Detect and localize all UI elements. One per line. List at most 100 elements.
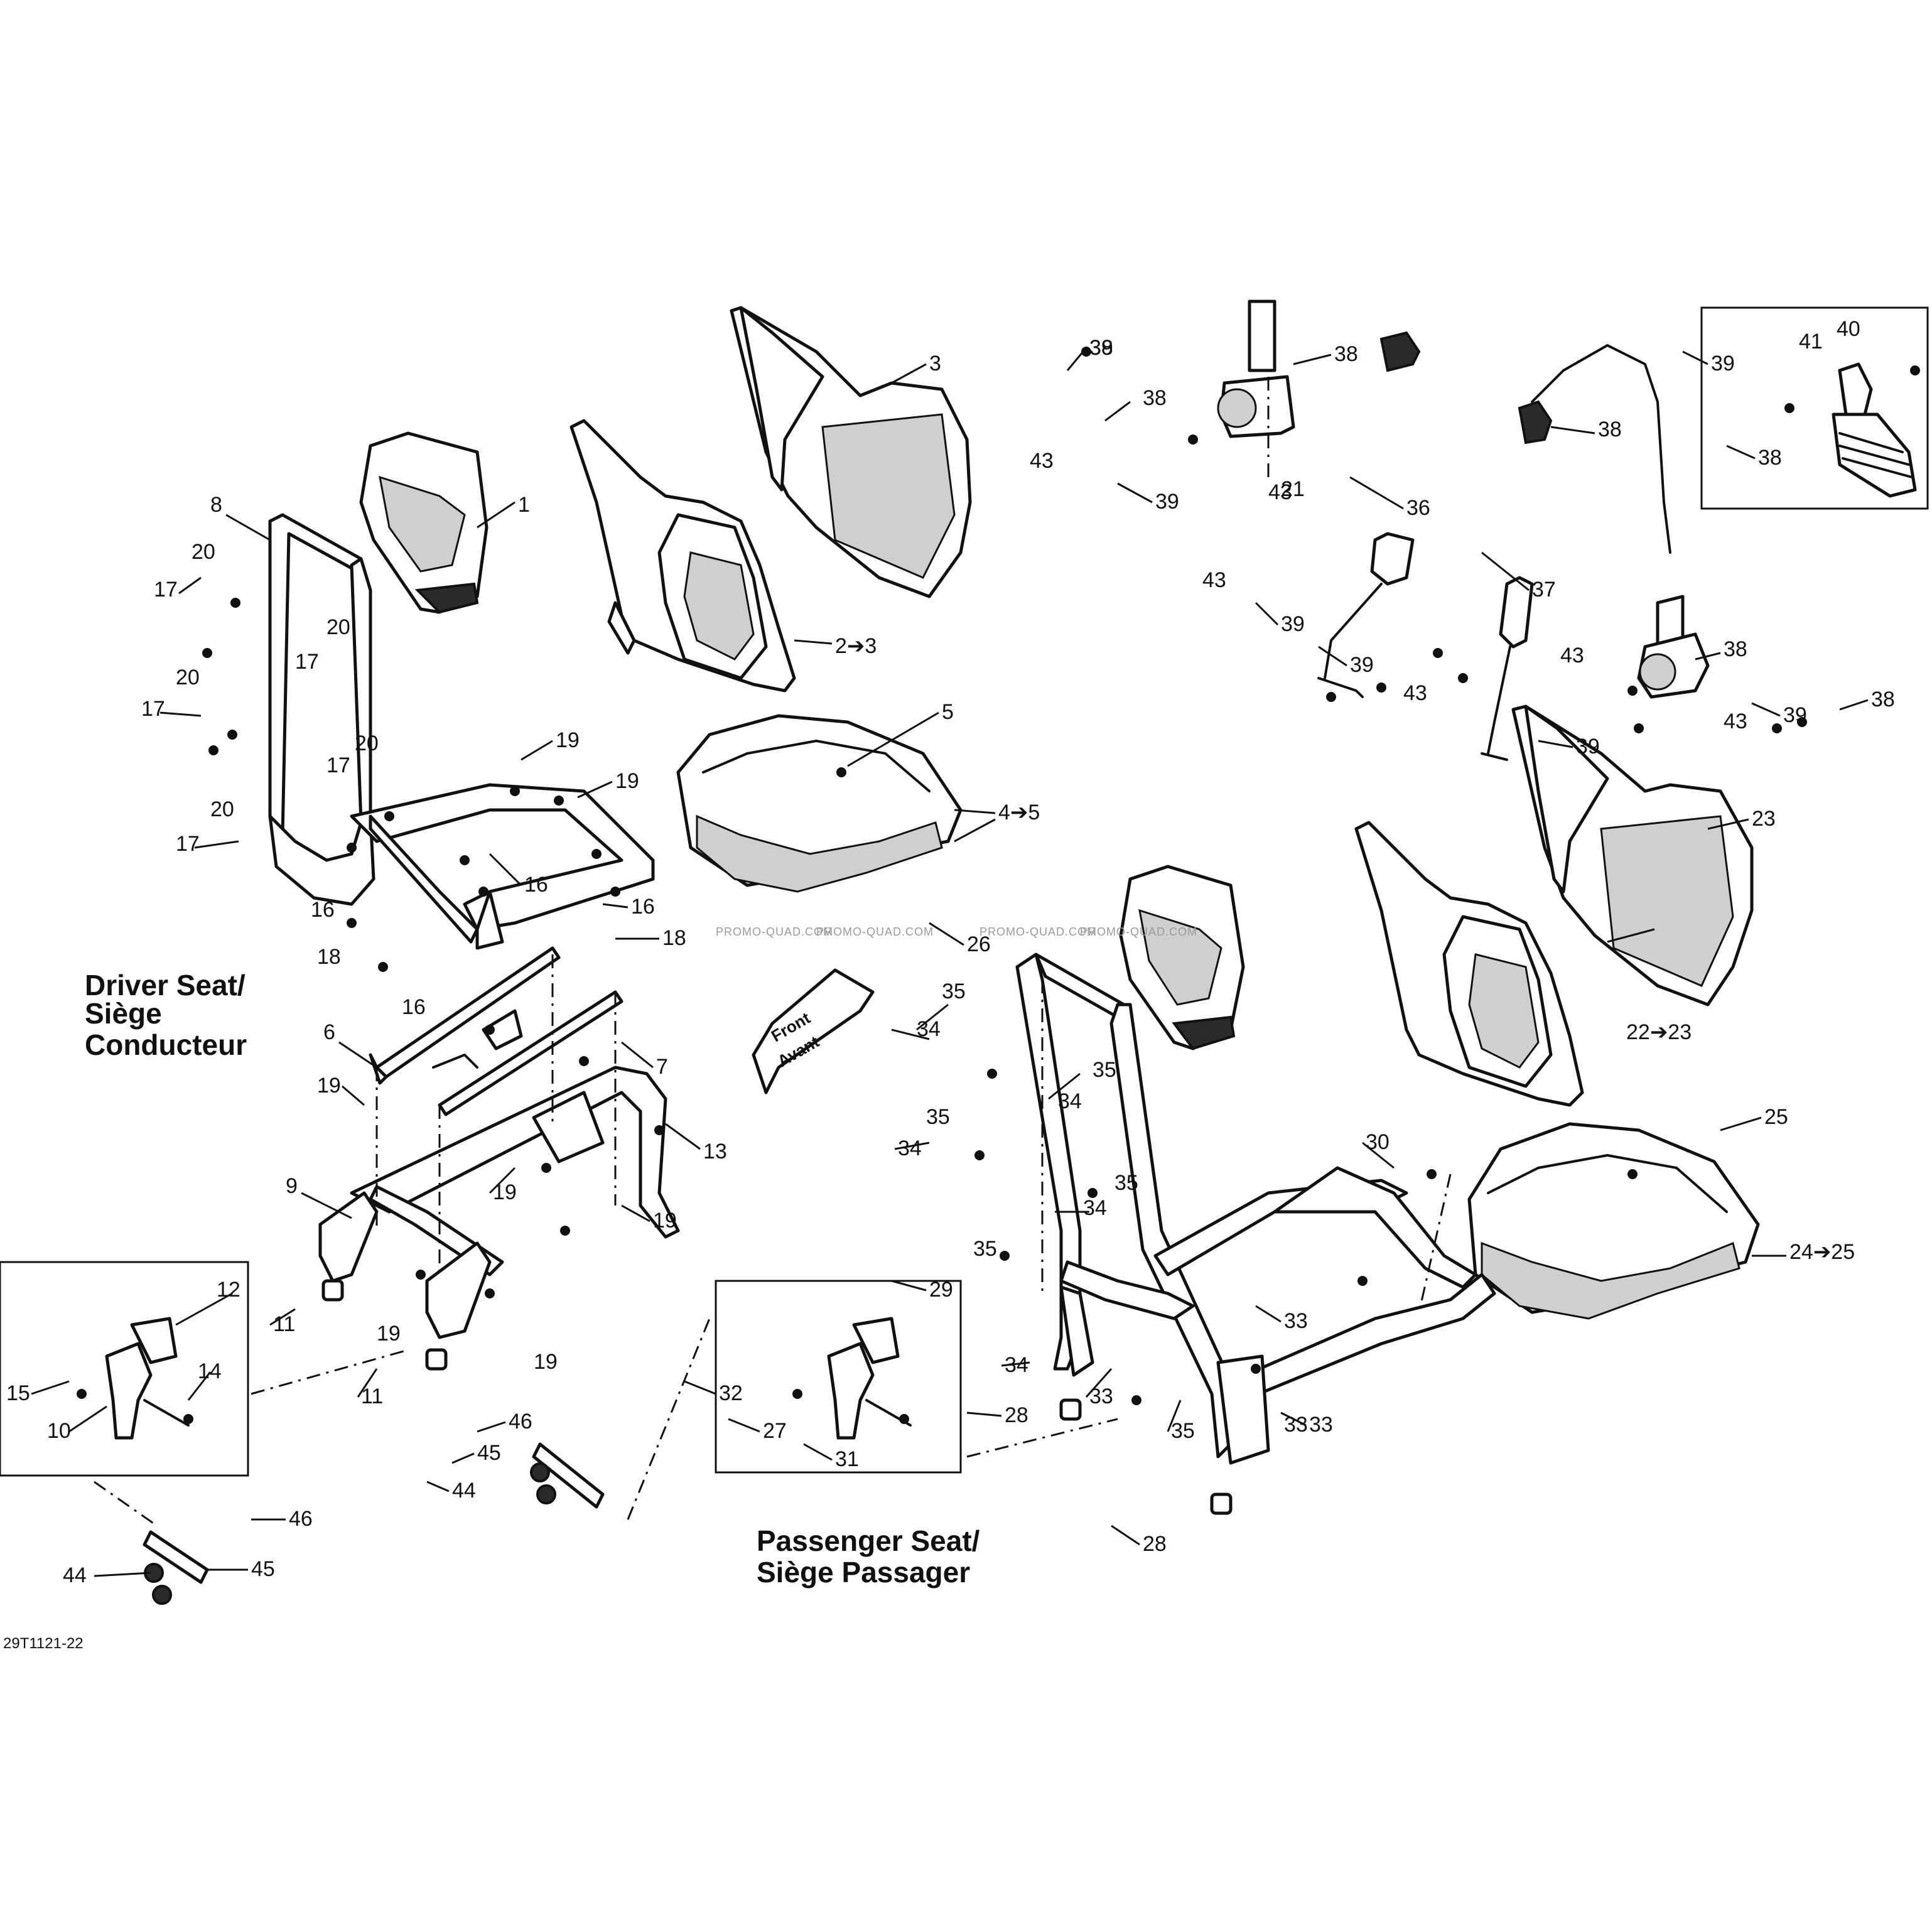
callout: 30 [1366, 1130, 1390, 1154]
driver-backrest-shell [730, 306, 972, 598]
callout: 38 [1871, 688, 1895, 711]
callout: 45 [251, 1557, 275, 1581]
fastener-icon [1772, 723, 1782, 733]
fastener-icon [1131, 1395, 1141, 1405]
leader-line [1255, 602, 1279, 626]
leader-line [269, 1308, 296, 1326]
callout: 19 [377, 1322, 401, 1346]
callout: 32 [719, 1381, 743, 1405]
fastener-icon [1376, 683, 1386, 693]
callout: 5 [942, 700, 954, 724]
fastener-icon [510, 786, 520, 796]
callout: 16 [402, 995, 426, 1019]
callout: 18 [317, 945, 341, 969]
fastener-icon [384, 811, 394, 821]
callout: 33 [1284, 1309, 1308, 1333]
leader-line [342, 1085, 365, 1106]
callout: 38 [1724, 637, 1747, 661]
leader-line [891, 363, 927, 384]
fastener-icon [1433, 648, 1443, 658]
callout: 10 [47, 1419, 71, 1443]
callout: 12 [217, 1278, 240, 1302]
passenger-headrest [1119, 865, 1245, 1050]
seat-belt-buckle-36 [1317, 532, 1415, 698]
leader-line [728, 1418, 760, 1433]
leader-line [1839, 699, 1869, 711]
bumpers [321, 1279, 1233, 1515]
callout: 33 [1089, 1384, 1113, 1408]
leader-line [577, 780, 613, 799]
fastener-icon [1000, 1251, 1010, 1261]
driver-backrest [569, 419, 796, 693]
callout: 19 [653, 1209, 677, 1233]
leader-line [225, 514, 271, 541]
driver-seat-title: Driver Seat/ [85, 969, 246, 1001]
fastener-icon [1326, 692, 1336, 702]
passenger-seat-title: Passenger Seat/ [757, 1525, 980, 1557]
callout: 19 [556, 728, 580, 752]
leader-line [621, 1204, 650, 1222]
callout: 11 [361, 1384, 383, 1408]
leader-line [1682, 350, 1708, 365]
passenger-backrest-shell [1511, 704, 1754, 1006]
leader-line [1066, 351, 1084, 371]
callout: 21 [1281, 477, 1305, 501]
leader-line [684, 1380, 716, 1395]
callout: 17 [176, 832, 200, 856]
figure-id: 29T1121-22 [3, 1635, 84, 1652]
fastener-icon [416, 1270, 426, 1280]
fastener-icon [792, 1389, 802, 1399]
watermark-text: PROMO-QUAD.COM [1080, 926, 1197, 938]
callout: 43 [1268, 480, 1292, 504]
leader-line [521, 740, 553, 761]
callout: 34 [917, 1017, 941, 1041]
callout: 18 [662, 926, 686, 950]
callout: 35 [1093, 1058, 1116, 1082]
callout: 20 [210, 797, 234, 821]
leader-line [966, 1411, 1002, 1417]
callout: 38 [1598, 418, 1622, 441]
passenger-seat-frame [1015, 953, 1496, 1465]
callout: 35 [973, 1237, 997, 1261]
leader-line [159, 711, 202, 717]
leader-line [1720, 1116, 1762, 1131]
leader-line [1607, 928, 1655, 943]
callout: 20 [326, 615, 350, 639]
leader-line [1550, 426, 1595, 434]
leader-line [1362, 1141, 1395, 1169]
driver-seat-frame [268, 513, 655, 950]
callout: 17 [295, 650, 319, 674]
callout: 31 [835, 1447, 859, 1471]
fastener-icon [1087, 1188, 1098, 1198]
fasteners [77, 347, 1920, 1424]
callout: 35 [926, 1105, 950, 1129]
callout: 16 [311, 898, 335, 922]
callout: 26 [967, 932, 991, 956]
fastener-icon [591, 849, 602, 859]
callout: 39 [1089, 336, 1113, 360]
leader-line [175, 1292, 233, 1326]
leader-line [1481, 551, 1530, 591]
callout: 44 [63, 1563, 87, 1587]
fastener-icon [579, 1056, 589, 1066]
callout-labels: 1 2➔3 3 4➔5 5 6 7 8 9 10 11 11 12 13 14 … [6, 317, 1895, 1587]
fastener-icon [1427, 1169, 1437, 1179]
leader-line [665, 1123, 701, 1150]
callout: 43 [1724, 710, 1747, 733]
passenger-latch [827, 1317, 912, 1440]
driver-headrest [359, 431, 488, 614]
leader-line [1318, 645, 1347, 667]
fastener-icon [77, 1389, 87, 1399]
callout: 39 [1711, 352, 1735, 375]
fastener-icon [610, 887, 620, 897]
callout: 16 [631, 895, 655, 919]
callout: 43 [1560, 644, 1584, 667]
fastener-icon [974, 1150, 985, 1160]
leader-line [621, 1041, 654, 1069]
leader-line [477, 501, 515, 529]
leader-line [178, 576, 202, 595]
fastener-icon [836, 767, 846, 777]
fastener-icon [202, 648, 212, 658]
callout: 38 [1758, 446, 1782, 470]
